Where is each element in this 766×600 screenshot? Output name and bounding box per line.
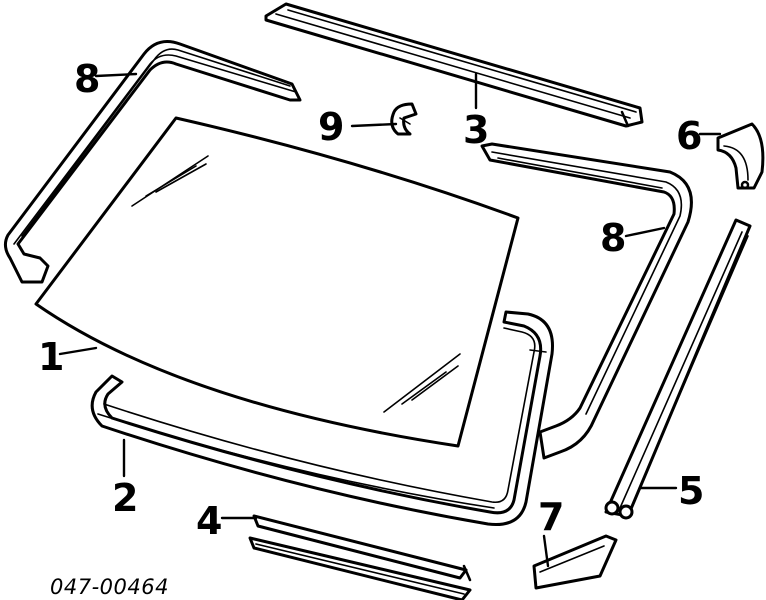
callout-8-left: 8 (74, 57, 100, 101)
molding-part-8-right (480, 142, 693, 460)
callout-7: 7 (538, 495, 564, 539)
molding-part-3-top (264, 2, 644, 128)
callouts: 8 9 3 6 8 1 2 4 7 5 (38, 57, 704, 543)
callout-1: 1 (38, 335, 64, 379)
callout-9: 9 (318, 105, 344, 149)
corner-molding-part-7 (532, 534, 618, 590)
callout-8-right: 8 (600, 216, 626, 260)
diagram-part-number: 047-00464 (50, 575, 169, 599)
clip-part-9 (390, 102, 418, 136)
callout-5: 5 (678, 469, 704, 513)
leader-lines (58, 72, 722, 568)
callout-6: 6 (676, 114, 702, 158)
lower-molding-part-4 (248, 514, 472, 600)
callout-3: 3 (463, 108, 489, 152)
callout-4: 4 (196, 499, 222, 543)
molding-part-8-left (3, 40, 302, 284)
windshield-glass-part-1 (34, 116, 520, 448)
callout-2: 2 (112, 476, 138, 520)
corner-trim-part-6 (716, 122, 765, 190)
pillar-molding-part-5 (604, 218, 752, 520)
dam-seal-part-2 (90, 310, 554, 527)
